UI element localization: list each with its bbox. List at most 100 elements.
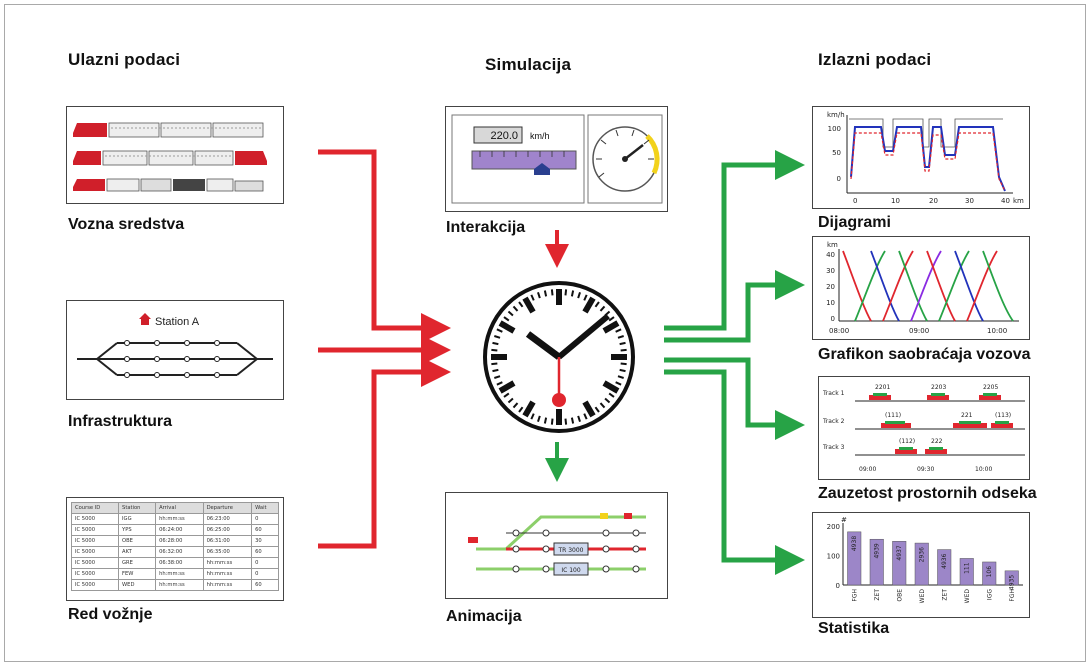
timetable-caption: Red vožnje [68,606,153,623]
clock-minute-mark [594,406,600,413]
stat-bar-label: 4935 [1009,575,1016,590]
stat-bar [869,538,884,586]
outputs-heading: Izlazni podaci [818,50,932,69]
train-paths [842,250,1014,322]
statistics-chart: # 01002004938FGH4939ZET4937OBE2936WED493… [827,516,1023,604]
stat-category-label: ZET [874,589,881,601]
animation-signal-yellow [600,513,608,519]
svg-text:(113): (113) [995,412,1011,419]
statistics-caption: Statistika [818,620,890,637]
speedometer-warning-arc [645,134,660,175]
svg-text:09:00: 09:00 [859,466,876,473]
train-graph-caption: Grafikon saobraćaja vozova [818,346,1031,363]
svg-text:2203: 2203 [931,384,946,391]
animation-panel: TR 3000 IC 100 [445,492,668,599]
timetable-cell: 60 [251,579,279,591]
svg-text:50: 50 [832,149,841,157]
diagrams-caption: Dijagrami [818,214,891,231]
occupancy-caption: Zauzetost prostornih odseka [818,485,1037,502]
speed-value: 220.0 [490,130,518,142]
clock-minute-mark [550,289,554,296]
svg-text:100: 100 [828,125,841,133]
inputs-heading: Ulazni podaci [68,50,181,69]
speed-profile-red [850,132,1006,192]
svg-text:40: 40 [826,251,835,259]
stat-category-label: OBE [896,589,903,602]
stat-bar [959,558,974,586]
stat-category-label: WED [919,589,926,604]
svg-text:0: 0 [837,175,841,183]
stat-category-label: IGG [986,589,993,600]
svg-text:20: 20 [826,283,835,291]
animation-caption: Animacija [446,608,522,625]
clock-hour-hand [525,331,562,360]
clock-minute-mark [491,362,498,366]
stat-bar [937,549,952,586]
stat-y-tick: 200 [827,523,840,531]
input-arrows [318,149,451,549]
svg-text:30: 30 [826,267,835,275]
clock-minute-mark [570,290,575,297]
clock-minute-mark [599,305,606,312]
stat-bar [847,531,862,586]
stat-bar [982,561,997,586]
speedometer-ticks [596,129,654,178]
stat-bar [1004,570,1019,586]
clock-hour-mark [498,320,516,334]
clock-minute-mark [537,292,541,299]
svg-text:10: 10 [826,299,835,307]
clock-hour-mark [602,380,620,394]
slider-ticks [479,151,565,157]
clock-minute-mark [491,348,498,352]
svg-text:km/h: km/h [827,111,845,119]
station-icon [139,313,151,325]
speed-diagram-panel: km/h km 100 50 0 0 10 20 30 40 [812,106,1030,209]
rolling-stock-caption: Vozna sredstva [68,216,185,233]
svg-text:09:30: 09:30 [917,466,934,473]
track-layout-illustration: Station A [77,313,273,378]
animation-signal-red [624,513,632,519]
clock-minute-mark [543,290,548,297]
clock-minute-mark [530,294,535,301]
svg-text:#: # [841,516,847,524]
clock-minute-mark [608,316,615,322]
svg-text:km: km [1013,197,1024,205]
svg-text:TR 3000: TR 3000 [557,547,583,554]
clock-minute-mark [608,392,615,398]
occupancy-panel: Track 1 Track 2 Track 3 2201 2203 2205 (… [818,376,1030,480]
stat-y-tick: 0 [836,582,840,590]
svg-text:(111): (111) [885,412,901,419]
svg-text:0: 0 [853,197,857,205]
timetable-header-cell: Departure [202,502,253,514]
stat-bar [914,542,929,586]
svg-text:221: 221 [961,412,973,419]
speed-slider[interactable] [471,150,577,170]
svg-text:20: 20 [929,197,938,205]
svg-text:Track 1: Track 1 [822,390,845,397]
svg-text:IC 100: IC 100 [561,567,581,574]
rolling-stock-panel [66,106,284,204]
speed-profile-blue [850,126,1006,192]
clock-minute-mark [617,375,624,379]
train-row-3 [73,178,264,192]
clock-minute-mark [496,381,503,386]
stat-category-label: ZET [941,589,948,601]
stat-category-label: FGH [851,589,858,602]
clock-minute-mark [530,413,535,420]
clock-minute-mark [615,328,622,333]
svg-text:222: 222 [931,438,943,445]
animation-signals [512,529,640,573]
clock-minute-mark [494,375,501,379]
stat-bar-label: 4938 [851,536,858,551]
clock-hour-mark [522,296,536,314]
svg-text:10:00: 10:00 [987,327,1007,335]
clock-minute-mark [570,417,575,424]
clock-hour-mark [582,400,596,418]
clock-minute-mark [583,413,588,420]
clock-minute-mark [518,301,524,308]
train-row-2 [73,150,267,166]
stat-bar [892,541,907,586]
